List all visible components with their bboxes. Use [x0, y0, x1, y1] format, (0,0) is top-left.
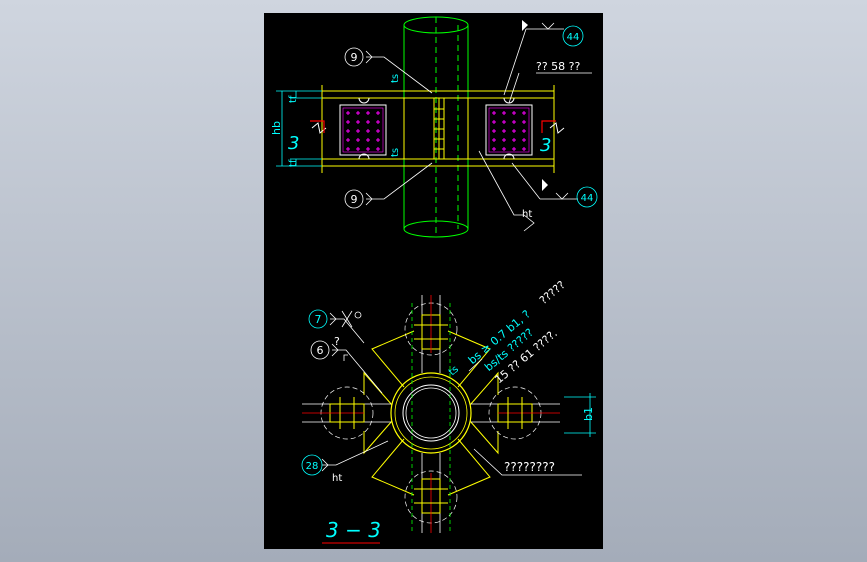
callout-7: 7 [308, 309, 328, 329]
diagonal-stiffeners [363, 330, 499, 496]
bolt-crosses [346, 111, 526, 151]
callout-6-note: ? [334, 335, 340, 348]
section-mark-right: 3 [540, 135, 551, 156]
section-view: b1 7 6 ? 2 [301, 278, 596, 544]
svg-text:9: 9 [351, 193, 358, 206]
weld-flag-top [522, 20, 528, 31]
dimension-b1 [564, 393, 596, 437]
column-pipe [403, 16, 469, 238]
label-b1: b1 [582, 407, 595, 421]
guide-lines [411, 303, 451, 533]
label-ht-top: ht [522, 209, 532, 220]
cad-drawing: 9 9 44 44 ?? 58 ?? ts ts tf tf hb ht 3 3 [270, 16, 598, 544]
svg-text:7: 7 [315, 313, 322, 326]
callout-44-bottom: 44 [576, 186, 598, 208]
section-leader-lines [322, 318, 582, 476]
label-tf-bottom: tf [288, 159, 299, 167]
callout-44-top: 44 [562, 25, 584, 47]
callout-28: 28 [301, 454, 323, 476]
central-column [390, 372, 472, 454]
note-line-5: ???????? [504, 460, 555, 474]
callout-6: 6 [310, 340, 330, 360]
section-title: 3 − 3 [326, 518, 381, 542]
weld-symbols [365, 22, 578, 232]
note-line-2: ????? [537, 278, 568, 307]
beam-stub-right [471, 397, 560, 429]
svg-text:9: 9 [351, 51, 358, 64]
section-weld-symbols [321, 310, 362, 472]
callout-9-top: 9 [344, 47, 364, 67]
splice-plate-right [485, 104, 533, 156]
label-ts-bottom: ts [390, 148, 401, 157]
beam-stub-bottom [414, 453, 448, 533]
callout-9-bottom: 9 [344, 189, 364, 209]
svg-text:6: 6 [317, 344, 324, 357]
top-view: 9 9 44 44 ?? 58 ?? ts ts tf tf hb ht 3 3 [270, 16, 598, 238]
drawing-canvas[interactable]: 9 9 44 44 ?? 58 ?? ts ts tf tf hb ht 3 3 [264, 13, 603, 549]
section-cut-marks [310, 120, 556, 133]
label-tf-top: tf [288, 95, 299, 103]
splice-plate-left [339, 104, 387, 156]
break-marks [311, 122, 565, 134]
note-58: ?? 58 ?? [536, 60, 581, 73]
beam-stub-left [302, 397, 391, 429]
weld-flag-bottom [542, 179, 548, 191]
label-hb: hb [270, 121, 283, 135]
web-connector [403, 97, 469, 160]
label-ts-section: ts [447, 364, 461, 378]
svg-text:44: 44 [581, 193, 594, 204]
label-ts-top: ts [390, 74, 401, 83]
section-mark-left: 3 [288, 133, 299, 154]
svg-text:28: 28 [306, 461, 319, 472]
dimension-left [276, 90, 322, 167]
svg-text:44: 44 [567, 32, 580, 43]
label-ht-section: ht [332, 473, 342, 484]
rotated-notes: bs ≥ 0.7 b1, ? ????? bs/ts ????? 15 ?? 6… [466, 278, 568, 386]
beam-stub-top [414, 295, 448, 373]
